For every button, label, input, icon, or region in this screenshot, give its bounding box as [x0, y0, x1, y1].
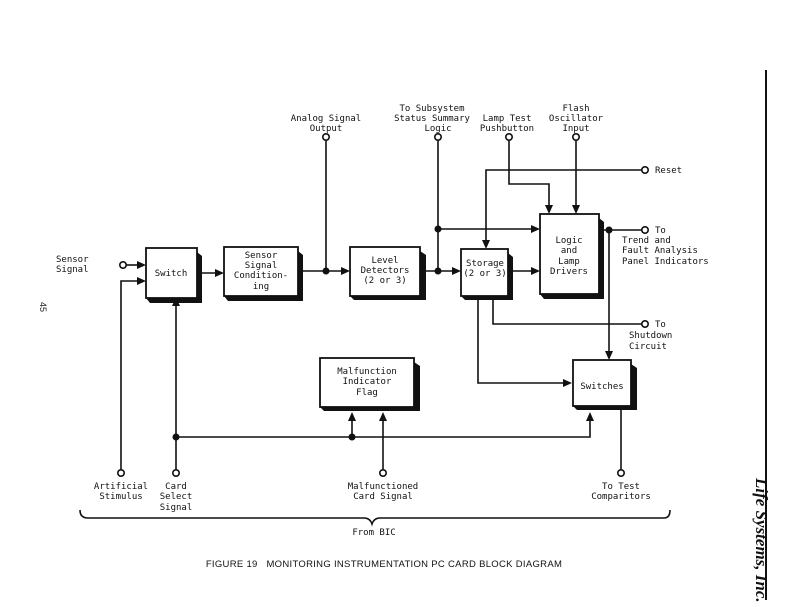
malfunctioned-card-terminal	[378, 468, 387, 477]
trend-label: Panel Indicators	[622, 257, 709, 267]
trend-label: Trend and	[622, 236, 671, 246]
wires	[79, 140, 671, 527]
trend-label: To	[655, 226, 666, 236]
switch-label: Switch	[155, 269, 188, 279]
malfunction-flag-block: Malfunction Indicator Flag	[319, 357, 420, 411]
from-bic-label: From BIC	[352, 528, 395, 538]
logic-lamp-drivers-block: Logic and Lamp Drivers	[539, 213, 604, 299]
arrowheads	[137, 205, 613, 421]
block-label: Indicator	[343, 377, 392, 387]
subsystem-status-terminal	[433, 133, 442, 142]
card-select-label: Card	[165, 482, 187, 492]
analog-output-label: Output	[310, 124, 343, 134]
block-label: Logic	[555, 236, 582, 246]
artificial-stimulus-terminal	[117, 468, 126, 477]
block-label: (2 or 3)	[363, 276, 406, 286]
sensor-conditioning-block: Sensor Signal Condition- ing	[223, 246, 303, 301]
shutdown-label: Circuit	[629, 342, 667, 352]
analog-output-label: Analog Signal	[291, 114, 361, 124]
flash-osc-label: Input	[562, 124, 589, 134]
block-label: Sensor	[245, 251, 278, 261]
sensor-signal-label: Signal	[56, 265, 89, 275]
switch-block: Switch	[145, 247, 202, 303]
trend-terminal	[640, 226, 649, 235]
card-select-label: Select	[160, 492, 193, 502]
shutdown-label: Shutdown	[629, 331, 672, 341]
card-select-terminal	[172, 468, 181, 477]
level-detectors-block: Level Detectors (2 or 3)	[349, 246, 426, 300]
block-label: Storage	[466, 259, 504, 269]
reset-label: Reset	[655, 166, 682, 176]
block-label: Detectors	[361, 266, 410, 276]
block-label: Drivers	[550, 267, 588, 277]
page-number: 45	[38, 302, 48, 312]
terminal-labels: Sensor Signal Analog Signal Output To Su…	[56, 104, 709, 538]
switches-block: Switches	[572, 359, 637, 410]
block-label: (2 or 3)	[463, 269, 506, 279]
shutdown-terminal	[640, 319, 649, 328]
artificial-stimulus-label: Stimulus	[99, 492, 142, 502]
terminals	[117, 133, 649, 477]
subsystem-status-label: To Subsystem	[399, 104, 464, 114]
figure-caption: FIGURE 19 MONITORING INSTRUMENTATION PC …	[206, 559, 562, 570]
lamp-test-terminal	[504, 133, 513, 142]
malfunctioned-card-label: Malfunctioned	[348, 482, 418, 492]
block-label: Signal	[245, 261, 278, 271]
subsystem-status-label: Status Summary	[394, 114, 470, 124]
test-comparitors-terminal	[616, 468, 625, 477]
shutdown-label: To	[655, 320, 666, 330]
junctions	[172, 225, 613, 441]
flash-osc-label: Flash	[562, 104, 589, 114]
block-label: Condition-	[234, 271, 288, 281]
block-label: ing	[253, 282, 269, 292]
block-label: Lamp	[558, 257, 580, 267]
reset-terminal	[640, 166, 649, 175]
block-label: Switches	[580, 382, 623, 392]
lamp-test-label: Pushbutton	[480, 124, 534, 134]
block-label: and	[561, 246, 577, 256]
card-select-label: Signal	[160, 503, 193, 513]
trend-label: Fault Analysis	[622, 246, 698, 256]
test-comparitors-label: To Test	[602, 482, 640, 492]
block-label: Flag	[356, 388, 378, 398]
storage-block: Storage (2 or 3)	[460, 248, 513, 300]
block-label: Level	[371, 256, 398, 266]
flash-osc-terminal	[571, 133, 580, 142]
subsystem-status-label: Logic	[424, 124, 451, 134]
test-comparitors-label: Comparitors	[591, 492, 651, 502]
sensor-signal-label: Sensor	[56, 255, 89, 265]
artificial-stimulus-label: Artificial	[94, 482, 148, 492]
lamp-test-label: Lamp Test	[483, 114, 532, 124]
analog-output-terminal	[321, 133, 330, 142]
block-label: Malfunction	[337, 367, 397, 377]
sensor-signal-terminal	[119, 260, 128, 269]
brand-text: Life Systems, Inc.	[752, 477, 771, 603]
malfunctioned-card-label: Card Signal	[353, 492, 413, 502]
flash-osc-label: Oscillator	[549, 114, 604, 124]
